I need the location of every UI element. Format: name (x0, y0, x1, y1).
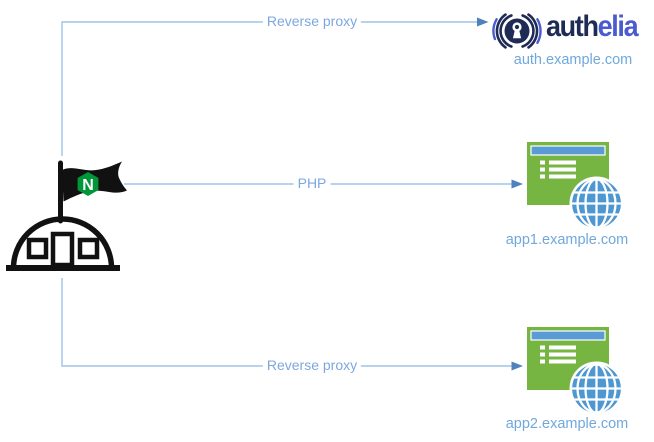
connector-nginx-authelia (61, 17, 489, 156)
window-right (77, 237, 100, 260)
arrowhead-app2 (511, 361, 523, 371)
web-app-globe-icon-app1 (527, 142, 624, 231)
window-left (26, 237, 49, 260)
domain-label-app2: app2.example.com (505, 416, 629, 432)
arc-right-inner (521, 14, 535, 48)
arc-right-mid (527, 13, 539, 49)
domain-label-app1: app1.example.com (505, 232, 629, 248)
app-menu-list (540, 345, 576, 364)
door (50, 231, 75, 268)
authelia-wordmark-dark: auth (546, 10, 599, 43)
authelia-wordmark: authelia (546, 10, 639, 44)
globe (572, 179, 621, 228)
connector-label-php: PHP (293, 175, 331, 192)
connector-nginx-app2 (61, 278, 523, 371)
arrowhead-authelia (477, 17, 489, 27)
connector-label-reverse-proxy-top: Reverse proxy (262, 13, 362, 30)
authelia-keyhole-icon (492, 13, 542, 49)
arc-left-inner (499, 14, 513, 48)
globe (572, 364, 621, 413)
arc-right-outer (536, 18, 542, 44)
nginx-hexagon (77, 172, 99, 196)
arrowhead-app1 (511, 179, 523, 189)
arc-left-outer (492, 18, 498, 41)
arc-left-mid (495, 13, 507, 49)
nginx-letter: N (82, 177, 94, 194)
keyhole-wedge (512, 29, 522, 39)
app-menu-list (540, 160, 576, 179)
domain-label-auth: auth.example.com (513, 52, 633, 68)
keyhole-hole (514, 24, 520, 30)
app-titlebar (530, 145, 606, 156)
nginx-camp-icon: N (6, 160, 127, 271)
app-titlebar (530, 330, 606, 341)
connector-label-reverse-proxy-bottom: Reverse proxy (262, 357, 362, 374)
web-app-globe-icon-app2 (527, 327, 624, 416)
authelia-wordmark-light: elia (597, 10, 639, 43)
